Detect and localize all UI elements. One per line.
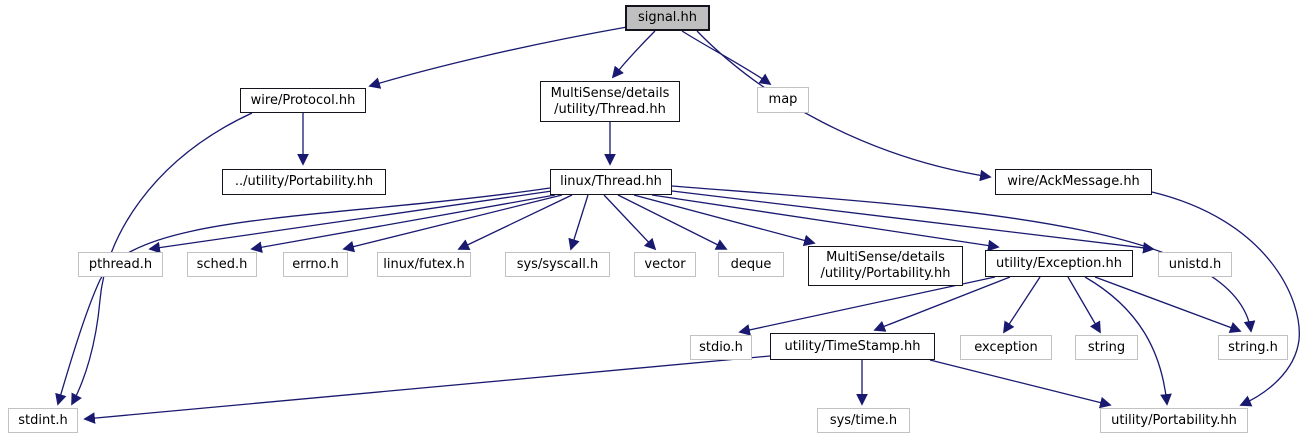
graph-node-label: MultiSense/details xyxy=(550,85,670,101)
graph-node-label: wire/AckMessage.hh xyxy=(1007,174,1140,190)
edge-lthread-to-deque xyxy=(617,194,728,250)
edge-signal-to-map xyxy=(681,30,772,85)
graph-node-msthread[interactable]: MultiSense/details/utility/Thread.hh xyxy=(540,81,680,122)
graph-node-exceptionhh[interactable]: utility/Exception.hh xyxy=(985,250,1133,277)
graph-node-signal: signal.hh xyxy=(625,5,710,31)
graph-node-label: stdio.h xyxy=(699,339,743,355)
graph-node-label: utility/TimeStamp.hh xyxy=(784,338,921,354)
graph-node-exceptionstd: exception xyxy=(960,335,1052,360)
graph-node-label: /utility/Portability.hh xyxy=(820,266,951,281)
graph-node-label: linux/futex.h xyxy=(383,256,465,272)
edge-lthread-to-exceptionhh xyxy=(651,194,1000,252)
graph-node-label: vector xyxy=(644,256,686,272)
edge-lthread-to-stringh xyxy=(671,185,1256,333)
edge-lthread-to-sched xyxy=(250,194,556,254)
graph-node-syscall: sys/syscall.h xyxy=(505,252,610,277)
graph-node-errno: errno.h xyxy=(283,252,348,277)
graph-node-label: utility/Portability.hh xyxy=(1111,412,1237,428)
graph-node-label: exception xyxy=(974,339,1038,355)
edge-lthread-to-stdint xyxy=(55,187,551,406)
graph-node-label: stdint.h xyxy=(18,412,68,428)
graph-node-sched: sched.h xyxy=(187,252,257,277)
edge-lthread-to-vector xyxy=(603,194,657,251)
graph-node-label: unistd.h xyxy=(1168,256,1222,272)
graph-node-label: wire/Protocol.hh xyxy=(250,92,356,108)
graph-node-stringh: string.h xyxy=(1218,335,1288,360)
edge-signal-to-msthread xyxy=(611,30,656,79)
graph-node-label: pthread.h xyxy=(88,256,153,272)
graph-node-label: map xyxy=(768,92,798,108)
edge-exceptionhh-to-stdio xyxy=(738,276,996,336)
graph-node-label: utility/Exception.hh xyxy=(996,255,1122,271)
edge-lthread-to-unistd xyxy=(671,190,1155,254)
graph-node-protocol[interactable]: wire/Protocol.hh xyxy=(240,88,366,113)
graph-node-vector: vector xyxy=(634,252,696,277)
edge-timestamp-to-stdint xyxy=(83,355,771,424)
graph-node-futex: linux/futex.h xyxy=(377,252,471,277)
graph-node-label: string.h xyxy=(1228,339,1278,355)
edge-lthread-to-errno xyxy=(342,194,563,253)
graph-node-stdint: stdint.h xyxy=(8,408,78,433)
graph-node-deque: deque xyxy=(718,252,784,277)
graph-node-unistd: unistd.h xyxy=(1158,252,1232,277)
edge-exceptionhh-to-exceptionstd xyxy=(1003,276,1041,334)
graph-node-label: sys/time.h xyxy=(829,412,898,428)
edge-exceptionhh-to-utilport xyxy=(1084,276,1172,406)
graph-node-label: deque xyxy=(730,256,772,272)
graph-node-label: sys/syscall.h xyxy=(516,256,599,272)
graph-node-map: map xyxy=(757,87,809,113)
graph-node-pthread: pthread.h xyxy=(78,252,163,277)
edge-timestamp-to-utilport xyxy=(929,359,1112,409)
edge-ack-to-utilport xyxy=(1151,191,1300,407)
graph-node-timestamp[interactable]: utility/TimeStamp.hh xyxy=(770,333,935,360)
edge-exceptionhh-to-stringh xyxy=(1094,276,1242,334)
edge-signal-to-protocol xyxy=(368,26,628,89)
graph-node-label: /utility/Thread.hh xyxy=(554,101,666,117)
graph-node-label: string xyxy=(1087,339,1126,355)
graph-node-ack[interactable]: wire/AckMessage.hh xyxy=(995,169,1152,195)
edge-signal-to-ack xyxy=(696,30,992,182)
edge-lthread-to-msport xyxy=(633,194,816,247)
graph-node-utilport: utility/Portability.hh xyxy=(1100,408,1248,433)
graph-node-label: sched.h xyxy=(196,256,248,272)
edge-exceptionhh-to-timestamp xyxy=(873,276,1011,332)
edge-lthread-to-syscall xyxy=(568,194,589,251)
edge-lthread-to-futex xyxy=(457,194,573,250)
graph-node-systime: sys/time.h xyxy=(817,408,910,433)
graph-node-stringstd: string xyxy=(1075,335,1138,360)
graph-node-label: signal.hh xyxy=(637,10,698,26)
graph-node-lthread[interactable]: linux/Thread.hh xyxy=(550,169,672,195)
graph-node-msport[interactable]: MultiSense/details/utility/Portability.h… xyxy=(808,246,963,286)
edge-exceptionhh-to-stringstd xyxy=(1067,276,1101,334)
graph-node-relport[interactable]: ../utility/Portability.hh xyxy=(222,169,386,195)
graph-node-label: MultiSense/details xyxy=(826,250,945,266)
graph-node-label: linux/Thread.hh xyxy=(560,174,662,190)
graph-node-stdio: stdio.h xyxy=(690,335,752,360)
edge-lthread-to-pthread xyxy=(148,190,553,254)
edge-protocol-to-stdint xyxy=(71,112,253,406)
graph-node-label: errno.h xyxy=(292,256,339,272)
graph-node-label: ../utility/Portability.hh xyxy=(234,174,374,190)
